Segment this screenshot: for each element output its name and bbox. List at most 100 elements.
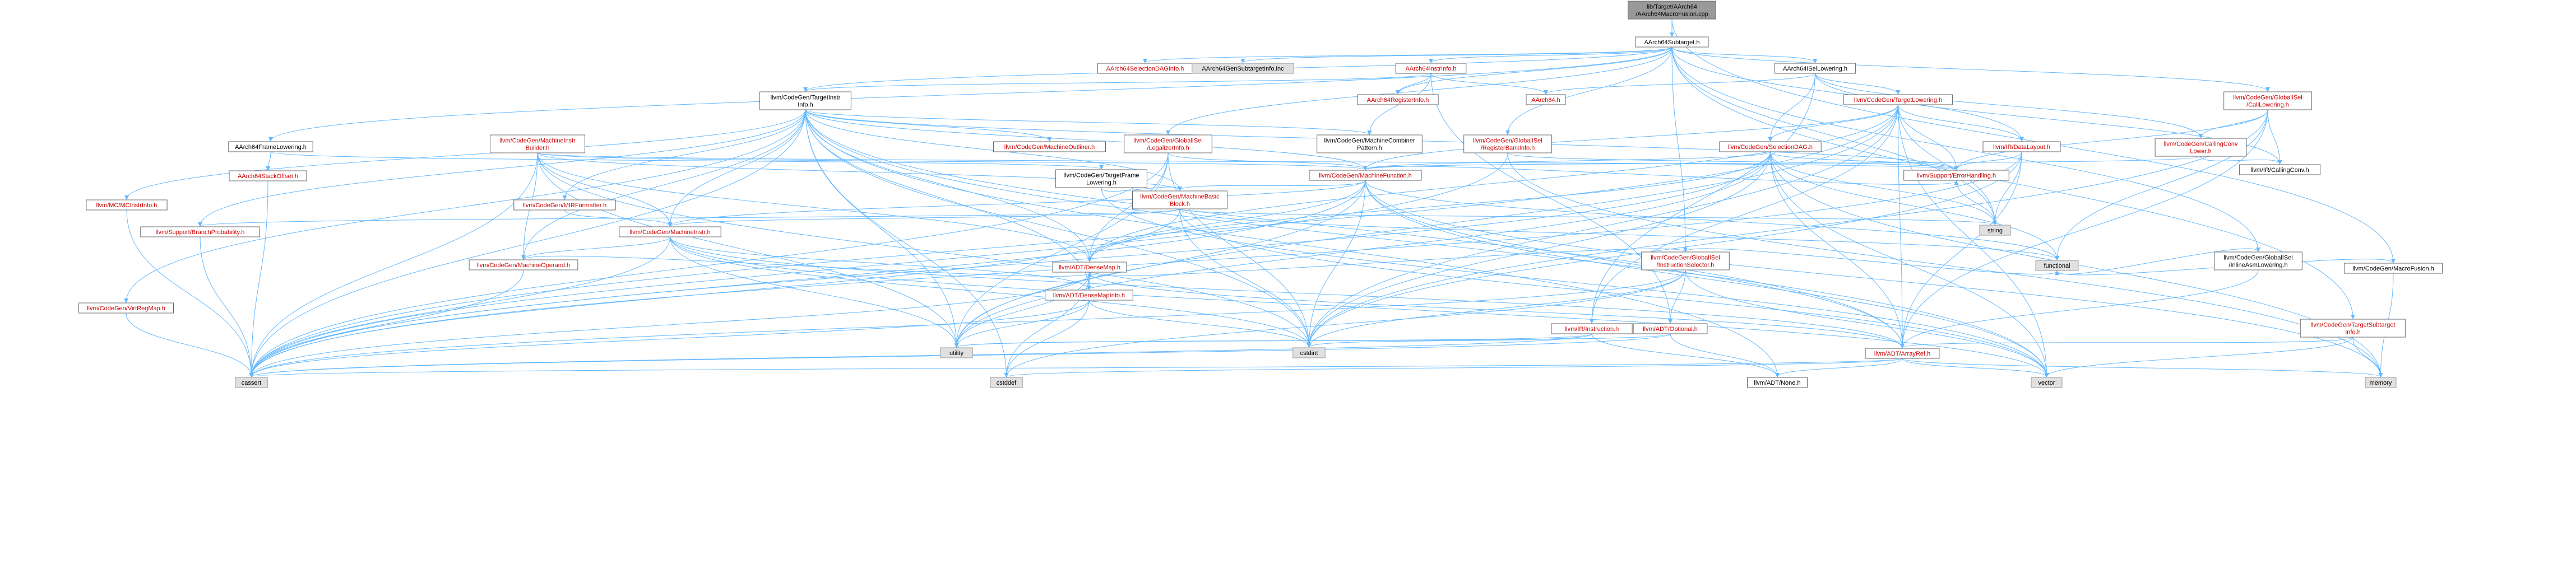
edge-subtarget-to-gi_legalizerinfo	[1166, 46, 1672, 135]
edge-machineinstrbuilder-to-densemap	[537, 152, 1092, 262]
graph-node-gi_calllowering[interactable]: llvm/CodeGen/GlobalISel/CallLowering.h	[2223, 91, 2312, 110]
graph-node-none[interactable]: llvm/ADT/None.h	[1747, 377, 1808, 388]
node-box	[228, 141, 313, 152]
graph-node-aarch64h[interactable]: AArch64.h	[1526, 94, 1566, 105]
node-box	[1843, 94, 1953, 105]
edge-gi_calllowering-to-functional	[2055, 109, 2268, 260]
edge-machinefunction-to-functional	[1365, 180, 2059, 260]
edge-virtregmap-to-cassert	[126, 312, 254, 377]
graph-node-mcinstrinfo[interactable]: llvm/MC/MCInstrInfo.h	[86, 199, 168, 211]
node-label: AArch64SelectionDAGInfo.h	[1106, 66, 1184, 72]
edge-machineinstrbuilder-to-cassert	[249, 152, 538, 377]
graph-node-framelowering[interactable]: AArch64FrameLowering.h	[228, 141, 313, 152]
graph-node-mirformatter[interactable]: llvm/CodeGen/MIRFormatter.h	[513, 199, 616, 211]
edge-datalayout-to-errorhandling	[1954, 151, 2022, 170]
edge-machineoperand-to-densemap	[523, 255, 1092, 277]
edge-machinebasicblock-to-branchprob	[198, 208, 1180, 227]
node-label: /InstructionSelector.h	[1657, 262, 1715, 269]
node-label: AArch64.h	[1531, 97, 1560, 104]
graph-node-callingconv[interactable]: llvm/IR/CallingConv.h	[2239, 164, 2321, 175]
edge-machinefunction-to-vector	[1365, 180, 2049, 377]
graph-node-cstddef: cstddef	[990, 377, 1023, 388]
node-box	[1357, 94, 1439, 105]
edge-machineinstrbuilder-to-machineinstr	[537, 152, 673, 227]
edge-gi_instrselector-to-functional	[1685, 248, 2059, 276]
node-box	[2035, 260, 2079, 271]
node-label: llvm/MC/MCInstrInfo.h	[96, 202, 157, 209]
graph-node-stackoffset[interactable]: AArch64StackOffset.h	[229, 170, 307, 181]
edge-machinefunction-to-memory	[1365, 180, 2383, 377]
graph-node-densemapinfo[interactable]: llvm/ADT/DenseMapInfo.h	[1045, 290, 1133, 301]
edge-machineinstrbuilder-to-utility	[537, 152, 959, 348]
graph-node-machineoperand[interactable]: llvm/CodeGen/MachineOperand.h	[469, 259, 578, 270]
graph-node-densemap[interactable]: llvm/ADT/DenseMap.h	[1052, 262, 1127, 273]
graph-node-virtregmap[interactable]: llvm/CodeGen/VirtRegMap.h	[78, 302, 174, 314]
graph-node-isellowering[interactable]: AArch64ISelLowering.h	[1774, 63, 1856, 74]
graph-node-machineinstr[interactable]: llvm/CodeGen/MachineInstr.h	[619, 226, 721, 237]
graph-node-gi_legalizerinfo[interactable]: llvm/CodeGen/GlobalISel/LegalizerInfo.h	[1124, 134, 1212, 153]
graph-node-machinefunction[interactable]: llvm/CodeGen/MachineFunction.h	[1309, 170, 1422, 181]
node-box	[993, 141, 1106, 152]
node-label: llvm/IR/Instruction.h	[1565, 326, 1619, 333]
node-box	[1628, 1, 1716, 20]
graph-node-gi_instrselector[interactable]: llvm/CodeGen/GlobalISel/InstructionSelec…	[1641, 251, 1730, 270]
graph-node-seldaginfo[interactable]: AArch64SelectionDAGInfo.h	[1097, 63, 1193, 74]
edge-targetlowering-to-arrayref	[1898, 104, 1905, 348]
edge-densemapinfo-to-cstdint	[1088, 300, 1312, 348]
graph-node-instrinfo[interactable]: AArch64InstrInfo.h	[1395, 63, 1467, 74]
graph-node-subtarget[interactable]: AArch64Subtarget.h	[1635, 36, 1709, 48]
graph-node-optional[interactable]: llvm/ADT/Optional.h	[1633, 323, 1708, 334]
edge-gi_inlineasm-to-arrayref	[1900, 269, 2259, 348]
edge-selectiondag-to-densemap	[1087, 151, 1771, 262]
node-label: Info.h	[2345, 329, 2361, 336]
edge-targetinstrinfo-to-arrayref	[805, 109, 1905, 348]
node-box	[1132, 190, 1227, 209]
node-label: /LegalizerInfo.h	[1147, 145, 1189, 152]
graph-node-machineoutliner[interactable]: llvm/CodeGen/MachineOutliner.h	[993, 141, 1106, 152]
graph-node-errorhandling[interactable]: llvm/Support/ErrorHandling.h	[1903, 170, 2009, 181]
graph-node-selectiondag[interactable]: llvm/CodeGen/SelectionDAG.h	[1719, 141, 1822, 152]
graph-node-arrayref[interactable]: llvm/ADT/ArrayRef.h	[1865, 348, 1940, 359]
node-box	[490, 134, 585, 153]
node-label: llvm/CodeGen/MachineFunction.h	[1319, 172, 1412, 179]
edge-datalayout-to-arrayref	[1900, 151, 2022, 348]
edge-isellowering-to-callingconvlower	[1815, 73, 2203, 138]
node-box	[1192, 63, 1294, 74]
node-box	[1045, 290, 1133, 301]
edge-gi_legalizerinfo-to-utility	[954, 152, 1169, 348]
edge-machinebasicblock-to-cassert	[249, 208, 1180, 377]
edge-gi_calllowering-to-callingconv	[2267, 109, 2282, 165]
graph-node-instruction[interactable]: llvm/IR/Instruction.h	[1551, 323, 1633, 334]
node-label: llvm/CodeGen/MachineCombiner	[1324, 138, 1415, 144]
node-box	[2365, 377, 2397, 388]
edge-machinefunction-to-errorhandling	[1365, 166, 1959, 185]
graph-node-reginfo[interactable]: AArch64RegisterInfo.h	[1357, 94, 1439, 105]
graph-node-gi_inlineasm[interactable]: llvm/CodeGen/GlobalISel/InlineAsmLowerin…	[2214, 251, 2302, 270]
node-box	[235, 377, 268, 388]
graph-node-vector: vector	[2031, 377, 2063, 388]
node-box	[1292, 347, 1326, 358]
graph-node-gi_regbankinfo[interactable]: llvm/CodeGen/GlobalISel/RegisterBankInfo…	[1463, 134, 1552, 153]
edge-gi_instrselector-to-cstddef	[1004, 269, 1686, 377]
node-label: llvm/Support/BranchProbability.h	[156, 229, 245, 236]
node-box	[1052, 262, 1127, 273]
node-box	[1979, 225, 2011, 236]
node-box	[513, 199, 616, 211]
edge-mcinstrinfo-to-cassert	[126, 209, 254, 377]
node-box	[1774, 63, 1856, 74]
graph-node-utility: utility	[940, 347, 973, 358]
graph-node-targetlowering[interactable]: llvm/CodeGen/TargetLowering.h	[1843, 94, 1953, 105]
graph-node-datalayout[interactable]: llvm/IR/DataLayout.h	[1982, 141, 2061, 152]
graph-node-branchprob[interactable]: llvm/Support/BranchProbability.h	[140, 226, 260, 237]
edge-machineinstr-to-densemapinfo	[670, 236, 1091, 290]
edge-gi_regbankinfo-to-errorhandling	[1507, 152, 1959, 170]
edge-targetlowering-to-selectiondag	[1768, 104, 1898, 142]
graph-node-macrofusion[interactable]: llvm/CodeGen/MacroFusion.h	[2343, 263, 2443, 274]
